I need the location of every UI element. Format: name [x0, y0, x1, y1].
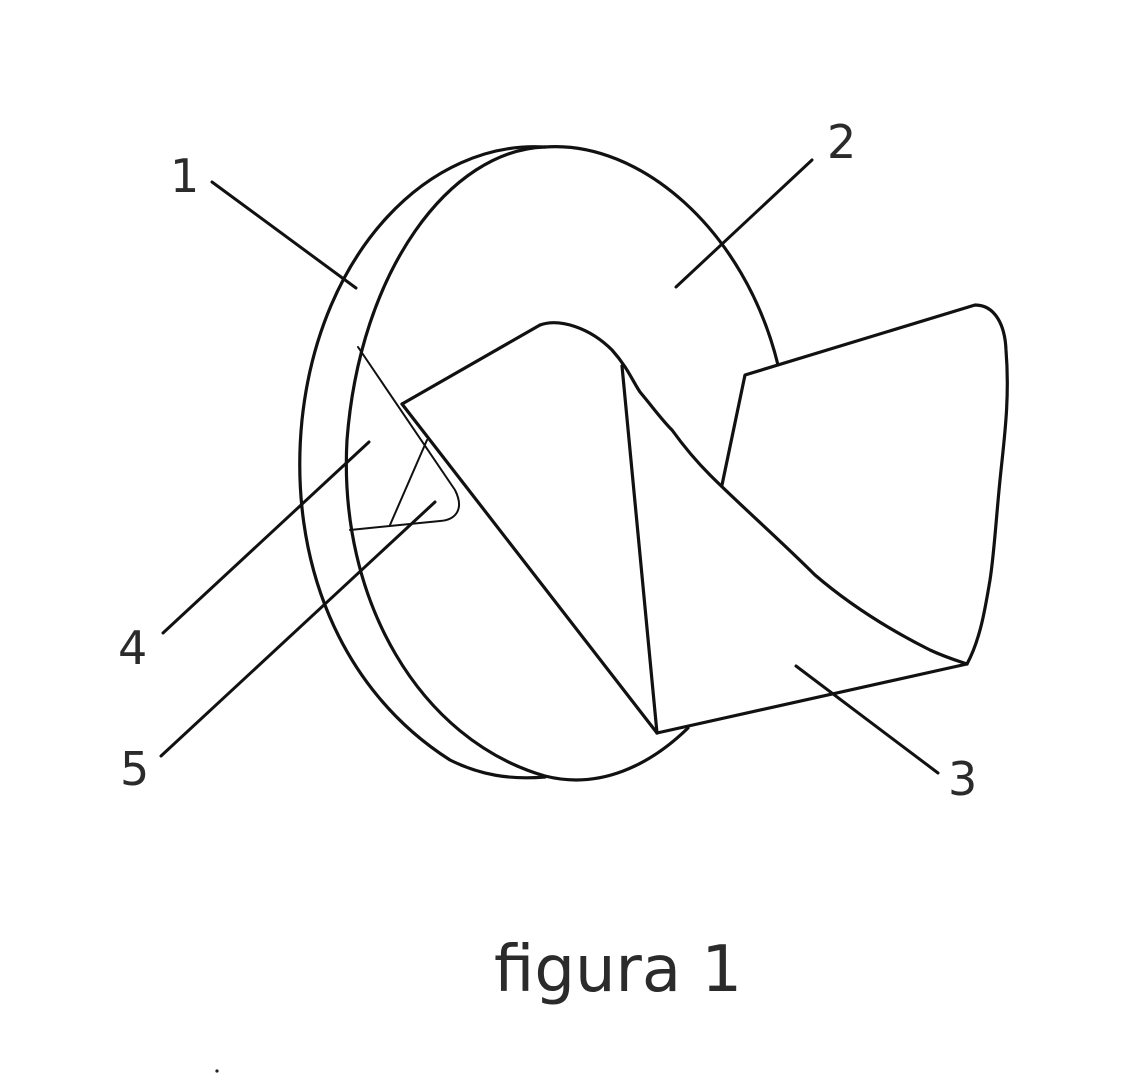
speck — [215, 1069, 219, 1073]
label-1: 1 — [170, 149, 199, 203]
label-5: 5 — [120, 742, 149, 796]
blade-left-diagonal — [400, 402, 659, 735]
figure-caption: figura 1 — [494, 933, 742, 1007]
blade-inner-diagonal — [620, 364, 659, 735]
notch-inner-line — [389, 439, 428, 526]
disc-front-face — [543, 145, 780, 367]
blade-right-panel — [720, 303, 1009, 666]
disc-back-face — [298, 145, 547, 780]
blade-top-left-edge — [400, 323, 542, 406]
label-2: 2 — [827, 115, 856, 169]
blade-bottom-edge — [655, 662, 969, 735]
leader-line-2 — [674, 158, 814, 289]
disc-front-face-left — [344, 145, 690, 782]
notch-detail — [349, 346, 460, 531]
blade-wavy-ridge — [538, 321, 969, 666]
leader-line-3 — [794, 664, 940, 775]
label-3: 3 — [948, 752, 977, 806]
label-4: 4 — [118, 621, 147, 675]
leader-line-4 — [161, 440, 371, 635]
leader-line-5 — [159, 500, 437, 758]
leader-line-1 — [210, 180, 358, 290]
